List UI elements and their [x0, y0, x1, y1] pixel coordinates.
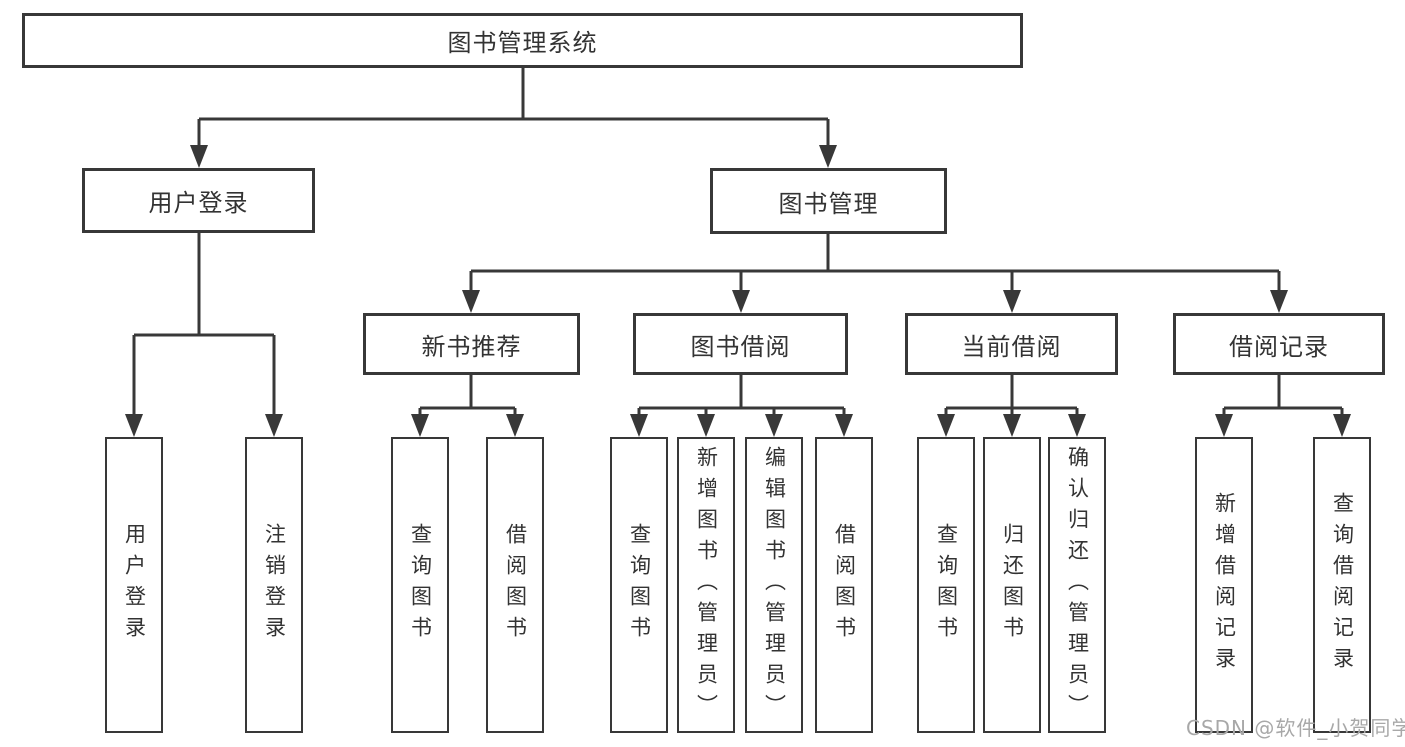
arrow-down-icon	[1215, 414, 1233, 437]
arrow-down-icon	[190, 145, 208, 168]
leaf-add-borrow-record: 新增借阅记录	[1195, 437, 1253, 733]
arrow-down-icon	[462, 290, 480, 313]
leaf-query-book-1: 查询图书	[391, 437, 449, 733]
leaf-return-book: 归还图书	[983, 437, 1041, 733]
arrow-down-icon	[697, 414, 715, 437]
leaf-borrow-book-1: 借阅图书	[486, 437, 544, 733]
arrow-down-icon	[1333, 414, 1351, 437]
arrow-down-icon	[1003, 290, 1021, 313]
leaf-logout: 注销登录	[245, 437, 303, 733]
arrow-down-icon	[411, 414, 429, 437]
arrow-down-icon	[1270, 290, 1288, 313]
arrow-down-icon	[765, 414, 783, 437]
arrow-down-icon	[835, 414, 853, 437]
leaf-user-login: 用户登录	[105, 437, 163, 733]
arrow-down-icon	[265, 414, 283, 437]
node-book-management: 图书管理	[710, 168, 947, 234]
arrow-down-icon	[1003, 414, 1021, 437]
arrow-down-icon	[1068, 414, 1086, 437]
arrow-down-icon	[937, 414, 955, 437]
arrowheads	[125, 145, 1351, 437]
arrow-down-icon	[732, 290, 750, 313]
node-user-login-branch: 用户登录	[82, 168, 315, 233]
leaf-add-book-admin: 新增图书（管理员）	[677, 437, 735, 733]
leaf-borrow-book-2: 借阅图书	[815, 437, 873, 733]
arrow-down-icon	[125, 414, 143, 437]
node-current-borrow: 当前借阅	[905, 313, 1118, 375]
leaf-confirm-return-admin: 确认归还（管理员）	[1048, 437, 1106, 733]
leaf-query-borrow-record: 查询借阅记录	[1313, 437, 1371, 733]
leaf-query-book-3: 查询图书	[917, 437, 975, 733]
node-new-book-recommend: 新书推荐	[363, 313, 580, 375]
node-book-borrow: 图书借阅	[633, 313, 848, 375]
node-borrow-record: 借阅记录	[1173, 313, 1385, 375]
csdn-watermark: CSDN @软件_小贺同学	[1186, 716, 1405, 740]
arrow-down-icon	[630, 414, 648, 437]
arrow-down-icon	[506, 414, 524, 437]
leaf-edit-book-admin: 编辑图书（管理员）	[745, 437, 803, 733]
node-library-management-system: 图书管理系统	[22, 13, 1023, 68]
leaf-query-book-2: 查询图书	[610, 437, 668, 733]
arrow-down-icon	[819, 145, 837, 168]
